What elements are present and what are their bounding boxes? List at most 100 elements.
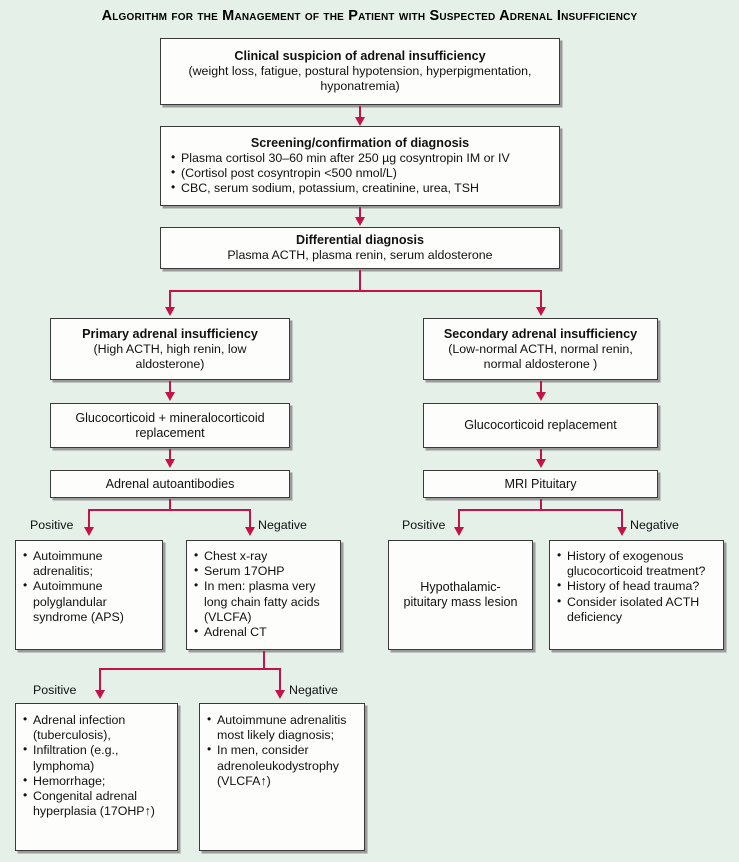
primary-ai-heading: Primary adrenal insufficiency bbox=[82, 326, 258, 341]
edge-label-right-positive: Positive bbox=[402, 518, 446, 532]
clinical-suspicion-line2: hyponatremia) bbox=[320, 79, 400, 93]
primary-ai-line1: (High ACTH, high renin, low bbox=[93, 341, 247, 356]
node-screening: Screening/confirmation of diagnosis Plas… bbox=[160, 126, 560, 206]
node-differential-diagnosis: Differential diagnosis Plasma ACTH, plas… bbox=[160, 227, 560, 269]
chest-xray-workup-list: Chest x-ray Serum 17OHP In men: plasma v… bbox=[194, 548, 333, 640]
node-glucocorticoid-mineralocorticoid-replacement: Glucocorticoid + mineralocorticoid repla… bbox=[50, 403, 290, 448]
edge-label-left-negative: Negative bbox=[258, 518, 307, 532]
clinical-suspicion-heading: Clinical suspicion of adrenal insufficie… bbox=[234, 49, 486, 63]
autoimmune-most-likely-list: Autoimmune adrenalitis most likely diagn… bbox=[207, 712, 357, 789]
arrowhead-bottom-negative bbox=[274, 690, 285, 699]
node-autoimmune-most-likely: Autoimmune adrenalitis most likely diagn… bbox=[199, 703, 365, 851]
connector-autoantibodies-left bbox=[88, 509, 90, 529]
connector-screening-to-differential bbox=[359, 207, 361, 219]
connector-mri-left bbox=[458, 509, 460, 529]
node-primary-adrenal-insufficiency: Primary adrenal insufficiency (High ACTH… bbox=[50, 318, 290, 380]
connector-autoantibodies-trunk bbox=[169, 499, 171, 511]
secondary-ai-line1: (Low-normal ACTH, normal renin, bbox=[448, 341, 633, 356]
screening-heading: Screening/confirmation of diagnosis bbox=[250, 135, 470, 150]
secondary-causes-item-2: History of head trauma? bbox=[557, 578, 716, 594]
autoimmune-adrenalitis-item-2: Autoimmune polyglandular syndrome (APS) bbox=[23, 578, 155, 625]
screening-bullet-2: CBC, serum sodium, potassium, creatinine… bbox=[171, 180, 549, 196]
autoimmune-adrenalitis-list: Autoimmune adrenalitis; Autoimmune polyg… bbox=[23, 548, 155, 625]
adrenal-autoantibodies-line1: Adrenal autoantibodies bbox=[105, 476, 235, 491]
connector-gcmc-to-autoantibodies bbox=[169, 449, 171, 461]
autoimmune-adrenalitis-item-1: Autoimmune adrenalitis; bbox=[23, 548, 155, 579]
secondary-ai-heading: Secondary adrenal insufficiency bbox=[443, 326, 638, 341]
connector-primary-to-gcmc bbox=[169, 381, 171, 394]
node-chest-xray-workup: Chest x-ray Serum 17OHP In men: plasma v… bbox=[186, 540, 341, 650]
primary-ai-line2: aldosterone) bbox=[135, 356, 205, 371]
connector-differential-trunk bbox=[359, 270, 361, 292]
arrowhead-primary-ai bbox=[164, 307, 175, 316]
arrowhead-secondary-ai bbox=[535, 307, 546, 316]
screening-subline: (Cortisol post cosyntropin <500 nmol/L) bbox=[171, 165, 549, 181]
secondary-causes-list: History of exogenous glucocorticoid trea… bbox=[557, 548, 716, 625]
page-title: Algorithm for the Management of the Pati… bbox=[101, 8, 638, 24]
arrowhead-gc-to-mri bbox=[535, 459, 546, 468]
autoimmune-likely-item-2: In men, consider adrenoleukodystrophy (V… bbox=[207, 742, 357, 789]
connector-chestxray-trunk bbox=[263, 651, 265, 670]
connector-bottom-left bbox=[99, 668, 101, 692]
hypothalamic-mass-line2: pituitary mass lesion bbox=[403, 595, 518, 609]
arrowhead-mri-negative bbox=[616, 527, 627, 536]
connector-suspicion-to-screening bbox=[359, 106, 361, 119]
node-clinical-suspicion: Clinical suspicion of adrenal insufficie… bbox=[160, 38, 560, 105]
secondary-causes-item-1: History of exogenous glucocorticoid trea… bbox=[557, 548, 716, 579]
connector-gc-to-mri bbox=[540, 449, 542, 461]
edge-label-right-negative: Negative bbox=[630, 518, 679, 532]
arrowhead-gcmc-to-autoantibodies bbox=[164, 459, 175, 468]
differential-line1: Plasma ACTH, plasma renin, serum aldoste… bbox=[227, 248, 493, 262]
adrenal-infection-item-2: Infiltration (e.g., lymphoma) bbox=[23, 742, 170, 773]
adrenal-infection-item-4: Congenital adrenal hyperplasia (17OHP↑) bbox=[23, 788, 170, 819]
arrowhead-autoantibodies-positive bbox=[83, 527, 94, 536]
adrenal-infection-list: Adrenal infection (tuberculosis), Infilt… bbox=[23, 712, 170, 819]
connector-branch-right-secondary bbox=[540, 290, 542, 309]
connector-bottom-right bbox=[279, 668, 281, 692]
node-secondary-adrenal-insufficiency: Secondary adrenal insufficiency (Low-nor… bbox=[423, 318, 658, 380]
node-autoimmune-adrenalitis: Autoimmune adrenalitis; Autoimmune polyg… bbox=[15, 540, 163, 650]
mri-pituitary-line1: MRI Pituitary bbox=[504, 476, 577, 491]
connector-autoantibodies-right bbox=[249, 509, 251, 529]
connector-branch-left-primary bbox=[169, 290, 171, 309]
connector-mri-branch-bar bbox=[458, 509, 623, 511]
connector-secondary-to-gc bbox=[540, 381, 542, 394]
secondary-ai-line2: normal aldosterone ) bbox=[483, 356, 598, 371]
node-hypothalamic-pituitary-mass: Hypothalamic- pituitary mass lesion bbox=[388, 540, 533, 650]
node-adrenal-autoantibodies: Adrenal autoantibodies bbox=[50, 470, 290, 498]
arrowhead-secondary-to-gc bbox=[535, 392, 546, 401]
edge-label-bottom-negative: Negative bbox=[289, 683, 338, 697]
connector-mri-right bbox=[621, 509, 623, 529]
connector-autoantibodies-branch-bar bbox=[88, 509, 251, 511]
arrowhead-primary-to-gcmc bbox=[164, 392, 175, 401]
node-mri-pituitary: MRI Pituitary bbox=[423, 470, 658, 498]
gc-mc-line2: replacement bbox=[135, 425, 205, 440]
arrowhead-bottom-positive bbox=[94, 690, 105, 699]
connector-differential-branch-bar bbox=[169, 290, 542, 292]
clinical-suspicion-line1: (weight loss, fatigue, postural hypotens… bbox=[188, 64, 532, 78]
arrowhead-suspicion-to-screening bbox=[354, 117, 365, 126]
autoimmune-likely-item-1: Autoimmune adrenalitis most likely diagn… bbox=[207, 712, 357, 743]
edge-label-bottom-positive: Positive bbox=[33, 683, 77, 697]
chest-xray-item-2: Serum 17OHP bbox=[194, 563, 333, 579]
arrowhead-autoantibodies-negative bbox=[244, 527, 255, 536]
chest-xray-item-3: In men: plasma very long chain fatty aci… bbox=[194, 578, 333, 625]
chest-xray-item-1: Chest x-ray bbox=[194, 548, 333, 564]
screening-bullet-list: Plasma cortisol 30–60 min after 250 µg c… bbox=[171, 150, 549, 197]
connector-mri-trunk bbox=[540, 499, 542, 511]
edge-label-left-positive: Positive bbox=[30, 518, 74, 532]
screening-bullet-1: Plasma cortisol 30–60 min after 250 µg c… bbox=[171, 150, 549, 166]
node-adrenal-infection: Adrenal infection (tuberculosis), Infilt… bbox=[15, 703, 178, 851]
node-glucocorticoid-replacement: Glucocorticoid replacement bbox=[423, 403, 658, 448]
secondary-causes-item-3: Consider isolated ACTH deficiency bbox=[557, 594, 716, 625]
arrowhead-mri-positive bbox=[453, 527, 464, 536]
gc-mc-line1: Glucocorticoid + mineralocorticoid bbox=[75, 410, 265, 425]
arrowhead-screening-to-differential bbox=[354, 217, 365, 226]
chest-xray-item-4: Adrenal CT bbox=[194, 624, 333, 640]
adrenal-infection-item-1: Adrenal infection (tuberculosis), bbox=[23, 712, 170, 743]
node-secondary-causes: History of exogenous glucocorticoid trea… bbox=[549, 540, 724, 650]
gc-line1: Glucocorticoid replacement bbox=[464, 418, 617, 432]
connector-bottom-branch-bar bbox=[99, 668, 281, 670]
adrenal-infection-item-3: Hemorrhage; bbox=[23, 773, 170, 789]
